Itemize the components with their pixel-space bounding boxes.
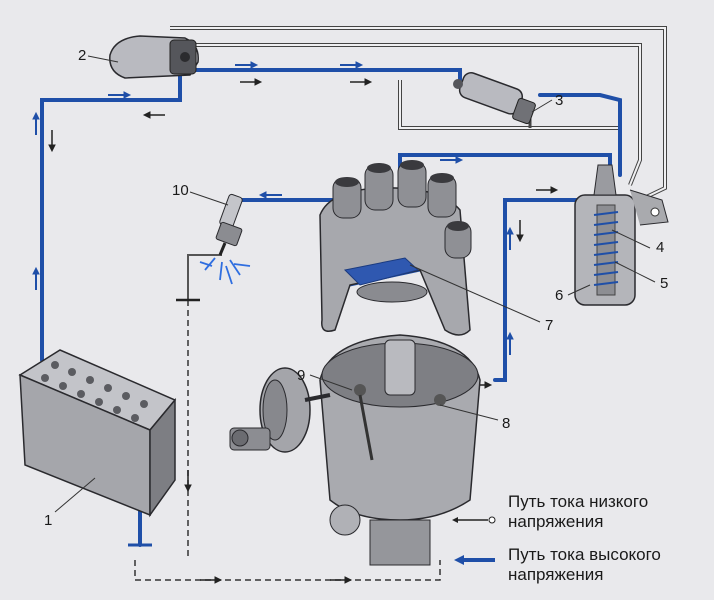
callout-7: 7 bbox=[545, 317, 553, 334]
additional-resistor bbox=[453, 72, 536, 125]
callout-2: 2 bbox=[78, 47, 86, 64]
legend-low-voltage-line-2: напряжения bbox=[508, 512, 604, 531]
callout-9: 9 bbox=[297, 367, 305, 384]
battery bbox=[18, 349, 177, 518]
callout-1: 1 bbox=[44, 512, 52, 529]
legend-low-voltage-symbol bbox=[452, 516, 496, 524]
ignition-switch bbox=[109, 35, 199, 79]
spark-icon bbox=[199, 257, 251, 285]
legend-high-voltage: Путь тока высокого напряжения bbox=[508, 545, 661, 585]
spark-plug bbox=[215, 193, 243, 256]
spark-plug-ground-wire bbox=[187, 254, 222, 300]
legend-high-voltage-line-1: Путь тока высокого bbox=[508, 545, 661, 564]
legend-low-voltage: Путь тока низкого напряжения bbox=[508, 492, 648, 532]
low-voltage-wires bbox=[170, 26, 667, 202]
callout-6: 6 bbox=[555, 287, 563, 304]
ignition-coil bbox=[574, 164, 669, 306]
callout-10: 10 bbox=[172, 182, 189, 199]
current-direction-arrows bbox=[32, 61, 514, 355]
callout-4: 4 bbox=[656, 239, 664, 256]
callout-5: 5 bbox=[660, 275, 668, 292]
legend-high-voltage-line-2: напряжения bbox=[508, 565, 604, 584]
callout-3: 3 bbox=[555, 92, 563, 109]
distributor-body bbox=[319, 334, 481, 566]
ground-return bbox=[134, 300, 441, 581]
legend-low-voltage-line-1: Путь тока низкого bbox=[508, 492, 649, 511]
legend-high-voltage-symbol bbox=[454, 555, 495, 565]
leader-lines bbox=[54, 55, 656, 513]
callout-8: 8 bbox=[502, 415, 510, 432]
distributor-cap bbox=[319, 160, 472, 336]
vacuum-advance-unit bbox=[229, 367, 331, 453]
